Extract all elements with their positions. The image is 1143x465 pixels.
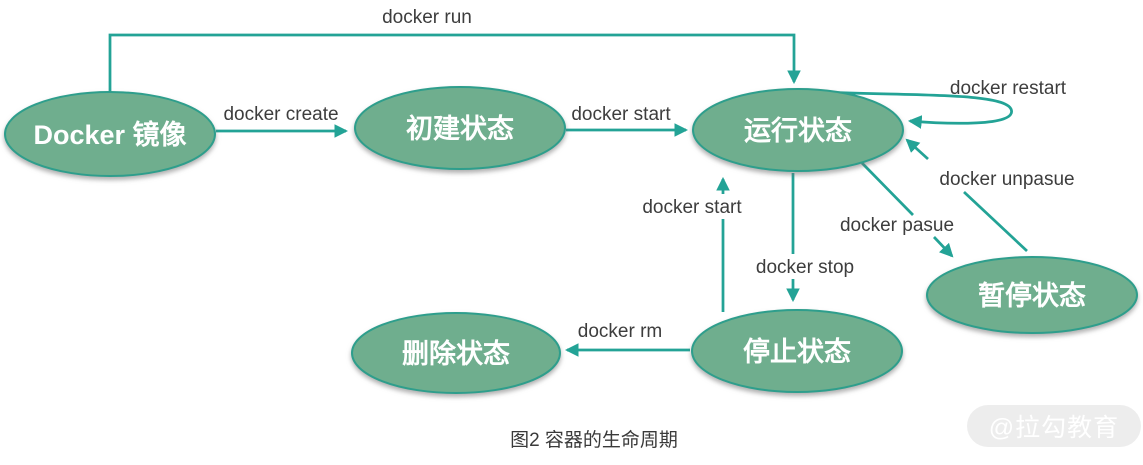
node-running-state-shape [692, 88, 904, 172]
node-paused-state-shape [926, 256, 1138, 334]
node-stopped-state-label: 停止状态 [743, 336, 851, 367]
edge-label-docker-unpasue: docker unpasue [939, 169, 1074, 190]
edge-docker-pasue-a [861, 162, 914, 216]
node-deleted-state-shape [351, 312, 561, 394]
edge-label-docker-restart: docker restart [950, 78, 1067, 99]
edge-label-masks [635, 194, 862, 279]
node-docker-image-shape [4, 91, 216, 177]
edge-label-docker-rm: docker rm [578, 321, 662, 342]
node-created-state-shape [354, 86, 566, 170]
node-docker-image-label: Docker 镜像 [33, 120, 186, 150]
node-paused-state-label: 暂停状态 [978, 280, 1086, 311]
mask-docker-stop [748, 254, 862, 279]
node-created-state: 初建状态 [354, 86, 566, 170]
edge-docker-run [108, 33, 801, 92]
edge-docker-unpasue-a [963, 190, 1028, 253]
edge-docker-unpasue-b [905, 138, 929, 161]
node-deleted-state: 删除状态 [351, 312, 561, 394]
edge-docker-restart [821, 90, 1013, 129]
edge-label-docker-start: docker start [571, 104, 671, 125]
edge-labels: docker run docker create docker start do… [223, 7, 1074, 342]
node-paused-state: 暂停状态 [926, 256, 1138, 334]
node-running-state-label: 运行状态 [744, 115, 852, 146]
node-stopped-state: 停止状态 [691, 309, 903, 393]
edge-label-docker-pasue: docker pasue [840, 215, 954, 236]
edge-label-docker-start-2: docker start [642, 197, 742, 218]
node-created-state-label: 初建状态 [406, 114, 514, 144]
edge-label-docker-create: docker create [223, 104, 338, 125]
mask-docker-start-2 [635, 194, 749, 219]
watermark-text: @拉勾教育 [988, 414, 1120, 442]
edge-docker-pasue-b [933, 236, 954, 258]
nodes: Docker 镜像 初建状态 运行状态 暂停状态 停止状态 删除状态 [4, 86, 1138, 394]
edge-label-docker-stop: docker stop [756, 257, 854, 278]
node-deleted-state-label: 删除状态 [402, 338, 510, 369]
figure-caption: 图2 容器的生命周期 [510, 429, 678, 451]
edges [108, 33, 1028, 357]
node-stopped-state-shape [691, 309, 903, 393]
edge-label-docker-run: docker run [382, 7, 472, 28]
watermark-badge: @拉勾教育 [967, 405, 1141, 447]
node-docker-image: Docker 镜像 [4, 91, 216, 177]
node-running-state: 运行状态 [692, 88, 904, 172]
